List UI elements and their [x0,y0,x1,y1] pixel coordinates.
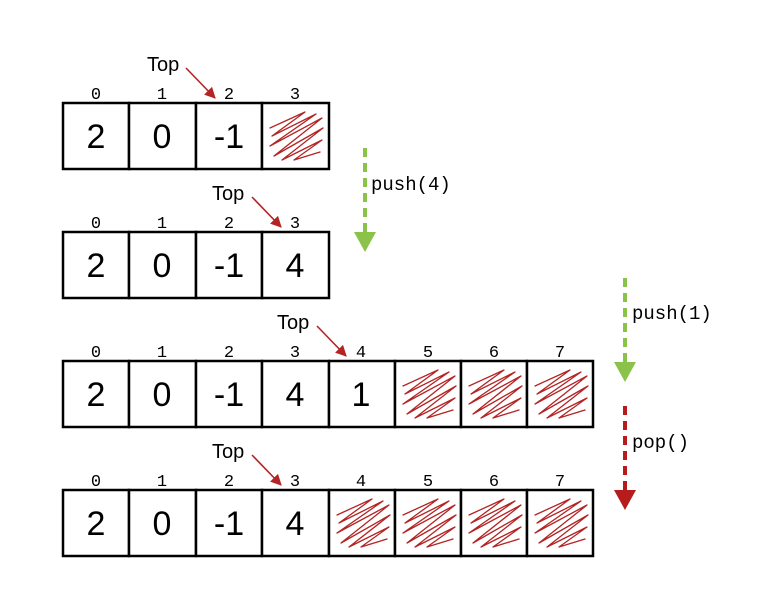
array-cell [61,101,131,171]
array-cell [127,101,198,171]
cell-value: -1 [214,505,244,543]
index-label: 6 [489,344,499,363]
cell-value: 2 [87,118,106,156]
operation-pop: pop() [614,406,689,510]
operation-label: push(1) [632,303,712,325]
index-label: 7 [555,344,565,363]
index-label: 4 [356,344,366,363]
top-pointer: Top [277,312,347,357]
index-label: 0 [91,215,101,234]
scribble-empty-marker [336,498,391,548]
index-labels: 0 1 2 3 4 5 6 7 [91,473,565,492]
cell-value: 2 [87,376,106,414]
array-row-2: 0 1 2 3 2 0 -1 4 Top [61,183,331,300]
scribble-empty-marker [402,498,457,548]
index-label: 3 [290,344,300,363]
down-arrow-icon [614,362,636,382]
array-cells [61,101,331,171]
index-label: 0 [91,344,101,363]
top-pointer: Top [212,441,282,486]
array-cell [61,359,131,429]
array-cell [327,359,397,429]
operation-push-1: push(1) [614,278,712,382]
top-label: Top [277,312,309,334]
top-pointer-arrow [251,196,282,228]
cell-value: 4 [286,247,305,285]
index-label: 7 [555,473,565,492]
operation-label: push(4) [371,174,451,196]
cell-value: 0 [153,376,172,414]
array-cells [61,488,595,558]
index-label: 1 [157,344,167,363]
index-labels: 0 1 2 3 4 5 6 7 [91,344,565,363]
down-arrow-icon [354,232,376,252]
scribble-empty-marker [534,369,589,419]
operation-push-4: push(4) [354,148,451,252]
index-label: 4 [356,473,366,492]
cell-value: 4 [286,376,305,414]
index-label: 1 [157,215,167,234]
scribble-empty-marker [468,498,523,548]
cell-value: -1 [214,118,244,156]
array-cell [127,359,198,429]
array-row-4: 0 1 2 3 4 5 6 7 2 0 -1 4 Top [61,441,595,558]
top-pointer-arrow [316,325,347,357]
index-label: 3 [290,86,300,105]
array-cell [260,230,331,300]
index-label: 1 [157,86,167,105]
cell-value: 0 [153,505,172,543]
index-label: 5 [423,344,433,363]
array-cell-empty [327,488,397,558]
cell-value: 2 [87,247,106,285]
scribble-empty-marker [402,369,457,419]
index-label: 2 [224,215,234,234]
array-cells [61,230,331,300]
top-label: Top [212,183,244,205]
array-cell [61,230,131,300]
scribble-empty-marker [534,498,589,548]
array-cell [127,230,198,300]
index-label: 0 [91,86,101,105]
down-arrow-icon [614,490,636,510]
index-label: 1 [157,473,167,492]
scribble-empty-marker [468,369,523,419]
top-pointer: Top [212,183,282,228]
index-label: 0 [91,473,101,492]
top-pointer: Top [147,54,216,99]
index-labels: 0 1 2 3 [91,86,300,105]
array-cell [194,230,264,300]
array-row-1: 0 1 2 3 2 0 -1 Top [61,54,331,171]
array-cell [194,359,264,429]
cell-value: -1 [214,376,244,414]
index-label: 2 [224,344,234,363]
index-label: 2 [224,86,234,105]
top-pointer-arrow [185,67,216,99]
top-pointer-arrow [251,454,282,486]
index-label: 3 [290,473,300,492]
index-label: 2 [224,473,234,492]
array-row-3: 0 1 2 3 4 5 6 7 2 0 -1 4 1 Top [61,312,595,429]
scribble-empty-marker [269,111,324,161]
cell-value: 0 [153,118,172,156]
top-label: Top [212,441,244,463]
cell-value: 4 [286,505,305,543]
operation-label: pop() [632,432,689,454]
array-cells [61,359,595,429]
index-labels: 0 1 2 3 [91,215,300,234]
index-label: 5 [423,473,433,492]
index-label: 3 [290,215,300,234]
top-label: Top [147,54,179,76]
cell-value: -1 [214,247,244,285]
cell-value: 1 [352,376,371,414]
index-label: 6 [489,473,499,492]
cell-value: 2 [87,505,106,543]
cell-value: 0 [153,247,172,285]
